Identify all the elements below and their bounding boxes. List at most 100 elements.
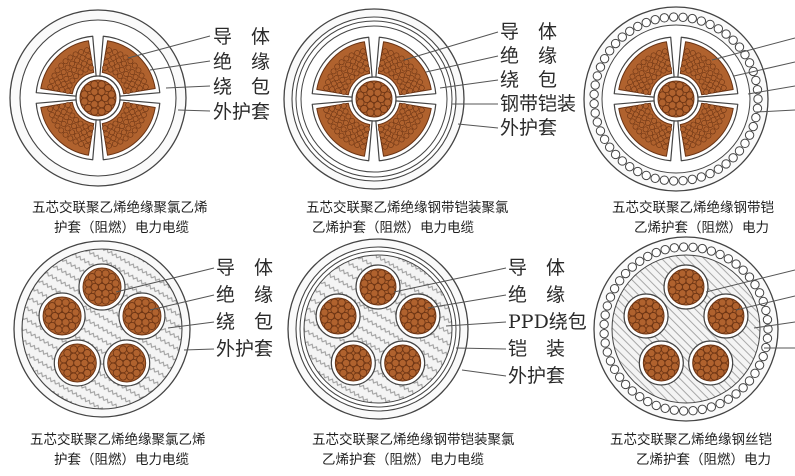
conductor-strand — [343, 136, 350, 143]
conductor-strand — [69, 129, 76, 136]
conductor-strand — [668, 286, 677, 295]
conductor-strand — [97, 80, 106, 89]
conductor-strand — [339, 349, 348, 358]
conductor-strand — [401, 65, 408, 72]
conductor-strand — [136, 85, 143, 92]
conductor-strand — [405, 70, 412, 77]
armor-wire — [687, 13, 697, 24]
armor-wire — [599, 328, 609, 339]
armor-wire — [602, 347, 613, 357]
conductor-strand — [709, 104, 715, 111]
conductor-strand — [83, 368, 92, 377]
conductor-strand — [73, 73, 79, 79]
conductor-strand — [407, 63, 414, 70]
leader-conductor — [403, 31, 499, 61]
conductor-strand — [110, 135, 117, 142]
conductor-strand — [650, 52, 657, 59]
armor-wire — [604, 142, 615, 152]
conductor-strand — [335, 104, 341, 111]
conductor-strand — [325, 112, 331, 119]
conductor-strand — [349, 74, 355, 80]
conductor-strand — [90, 80, 99, 89]
conductor-strand — [112, 349, 121, 358]
conductor-strand — [358, 124, 365, 131]
armor-wire — [751, 112, 761, 123]
armor-wire — [609, 364, 620, 375]
leader-wrapping — [165, 85, 211, 89]
conductor-strand — [127, 131, 134, 138]
conductor-strand — [696, 368, 705, 377]
conductor-strand — [396, 61, 403, 68]
armor-wire — [721, 29, 731, 39]
conductor-strand — [380, 137, 387, 144]
conductor-strand — [649, 312, 658, 321]
conductor-strand — [82, 66, 89, 73]
conductor-strand — [129, 358, 138, 367]
armor-wire — [604, 46, 615, 56]
conductor-strand — [345, 345, 354, 354]
conductor-strand — [81, 60, 87, 67]
conductor-strand — [725, 298, 734, 307]
armor-wire — [641, 170, 651, 181]
conductor-strand — [644, 83, 651, 90]
conductor-strand — [127, 58, 134, 65]
conductor-strand — [129, 69, 136, 76]
conductor-strand — [393, 52, 400, 59]
armor-wire — [705, 168, 715, 179]
conductor-strand — [411, 123, 418, 130]
conductor-strand — [390, 127, 397, 134]
conductor-strand — [377, 95, 386, 104]
armor-wire — [635, 391, 645, 402]
conductor-strand — [355, 136, 362, 143]
conductor-strand — [109, 129, 115, 136]
conductor-strand — [49, 78, 55, 85]
conductor-strand — [649, 124, 655, 131]
conductor-strand — [48, 321, 57, 330]
conductor-strand — [701, 83, 708, 90]
conductor-strand — [662, 85, 671, 94]
cable-6-caption-line-1: 五芯交联聚乙烯绝缘钢丝铠 — [610, 431, 772, 448]
armor-wire — [750, 279, 760, 290]
conductor-strand — [73, 117, 79, 123]
conductor-strand — [330, 111, 337, 118]
conductor-strand — [408, 349, 417, 358]
conductor-strand — [649, 67, 655, 74]
conductor-strand — [54, 298, 63, 307]
conductor-strand — [693, 133, 700, 140]
conductor-strand — [54, 110, 61, 117]
conductor-strand — [125, 88, 132, 94]
conductor-strand — [354, 50, 361, 56]
conductor-strand — [655, 121, 662, 128]
conductor-strand — [132, 74, 139, 81]
conductor-strand — [704, 76, 711, 83]
conductor-strand — [695, 118, 701, 124]
armor-wire — [744, 130, 755, 140]
cable-5-label-armor: 铠 装 — [508, 338, 565, 360]
armor-wire — [620, 268, 631, 279]
conductor-strand — [59, 355, 68, 364]
conductor-strand — [364, 65, 370, 72]
conductor-strand — [333, 75, 340, 82]
conductor-strand — [101, 269, 110, 278]
conductor-strand — [731, 321, 740, 330]
conductor-strand — [115, 57, 122, 64]
conductor-strand — [343, 302, 352, 311]
conductor-strand — [352, 345, 361, 354]
conductor-strand — [360, 48, 366, 55]
conductor-strand — [353, 70, 360, 77]
conductor-strand — [651, 118, 657, 124]
conductor-strand — [660, 124, 667, 131]
conductor-strand — [147, 321, 156, 330]
conductor-strand — [366, 108, 375, 117]
conductor-strand — [664, 95, 673, 104]
conductor-strand — [122, 54, 129, 61]
cable-5-label-conductor: 导 体 — [508, 257, 565, 279]
conductor-strand — [337, 325, 346, 334]
armor-wire — [751, 75, 761, 86]
conductor-strand — [120, 129, 127, 136]
conductor-strand — [49, 111, 55, 118]
conductor-strand — [688, 55, 695, 62]
conductor-strand — [713, 123, 720, 130]
armor-wire — [688, 242, 698, 253]
